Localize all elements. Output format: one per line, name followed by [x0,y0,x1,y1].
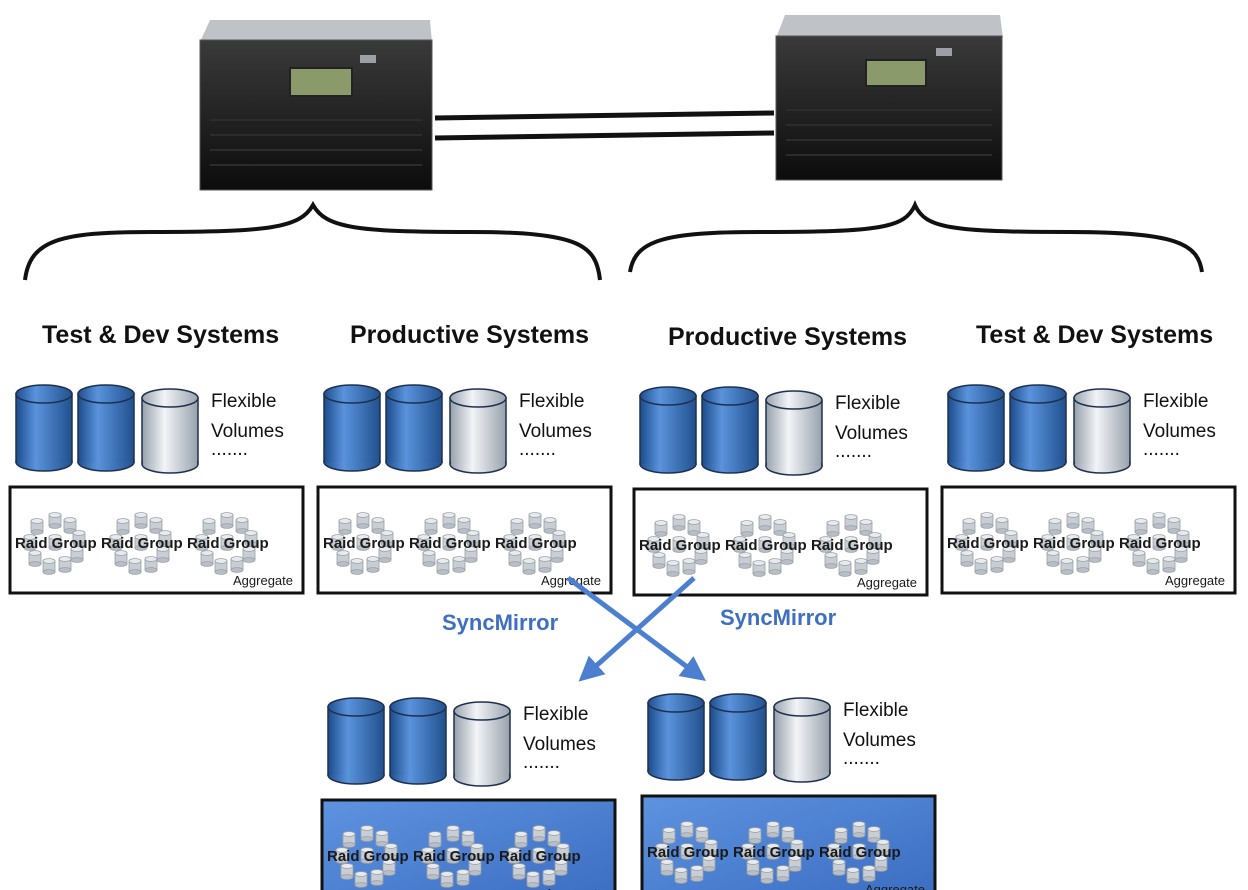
raid-group-label: Raid Group [327,848,409,865]
raid-group-label: Raid Group [409,535,491,552]
aggregate-label: Aggregate [865,882,925,890]
storage-unit: Productive SystemsFlexibleVolumes.......… [632,323,929,597]
volumes-dots: ....... [835,441,872,462]
disk-cylinder-icon [385,384,443,472]
disk-cylinder-icon [453,701,511,787]
raid-group-label: Raid Group [495,535,577,552]
disk-cylinder-icon [709,693,767,781]
volumes-label-line1: Flexible [519,391,584,412]
raid-group-label: Raid Group [819,844,901,861]
disk-cylinder-icon [1073,388,1131,474]
section-title: Test & Dev Systems [42,321,279,349]
raid-group-label: Raid Group [733,844,815,861]
raid-group-label: Raid Group [323,535,405,552]
volumes-dots: ....... [843,748,880,769]
volumes-label-line2: Volumes [1143,421,1216,442]
section-title: Productive Systems [668,323,907,351]
volumes-dots: ....... [1143,439,1180,460]
volumes-dots: ....... [523,752,560,773]
volumes-label-line1: Flexible [1143,391,1208,412]
storage-unit: Test & Dev SystemsFlexibleVolumes.......… [940,321,1237,595]
disk-cylinder-icon [327,697,385,785]
disk-cylinder-icon [639,386,697,474]
left-brace [23,200,602,281]
disk-cylinder-icon [647,693,705,781]
aggregate-label: Aggregate [545,886,605,890]
storage-server-icon [775,15,1003,181]
volumes-label-line1: Flexible [211,391,276,412]
raid-group-label: Raid Group [499,848,581,865]
storage-server-icon [199,20,433,191]
disk-cylinder-icon [15,384,73,472]
disk-cylinder-icon [141,388,199,474]
aggregate-label: Aggregate [857,575,917,590]
disk-cylinder-icon [947,384,1005,472]
raid-group-label: Raid Group [639,537,721,554]
storage-unit: Test & Dev SystemsFlexibleVolumes.......… [8,321,305,595]
volumes-label-line1: Flexible [835,393,900,414]
disk-cylinder-icon [765,390,823,476]
volumes-dots: ....... [519,439,556,460]
volumes-label-line1: Flexible [843,700,908,721]
syncmirror-label: SyncMirror [720,605,837,630]
volumes-label-line2: Volumes [523,734,596,755]
disk-cylinder-icon [389,697,447,785]
raid-group-label: Raid Group [811,537,893,554]
volumes-dots: ....... [211,439,248,460]
storage-unit: Productive SystemsFlexibleVolumes.......… [316,321,613,595]
raid-group-label: Raid Group [947,535,1029,552]
volumes-label-line2: Volumes [519,421,592,442]
disk-cylinder-icon [701,386,759,474]
raid-group-label: Raid Group [187,535,269,552]
volumes-label-line2: Volumes [843,730,916,751]
aggregate-label: Aggregate [233,573,293,588]
disk-cylinder-icon [773,697,831,783]
raid-group-label: Raid Group [413,848,495,865]
disk-cylinder-icon [449,388,507,474]
disk-cylinder-icon [323,384,381,472]
cluster-interconnect [434,110,775,141]
syncmirror-arrows [566,575,707,682]
volumes-label-line2: Volumes [835,423,908,444]
raid-group-label: Raid Group [15,535,97,552]
raid-group-label: Raid Group [1033,535,1115,552]
section-title: Test & Dev Systems [976,321,1213,349]
syncmirror-label: SyncMirror [442,610,559,635]
volumes-label-line1: Flexible [523,704,588,725]
volumes-label-line2: Volumes [211,421,284,442]
disk-cylinder-icon [77,384,135,472]
raid-group-label: Raid Group [647,844,729,861]
right-brace [628,199,1204,273]
raid-group-label: Raid Group [1119,535,1201,552]
raid-group-label: Raid Group [725,537,807,554]
section-title: Productive Systems [350,321,589,349]
disk-cylinder-icon [1009,384,1067,472]
raid-group-label: Raid Group [101,535,183,552]
aggregate-label: Aggregate [1165,573,1225,588]
